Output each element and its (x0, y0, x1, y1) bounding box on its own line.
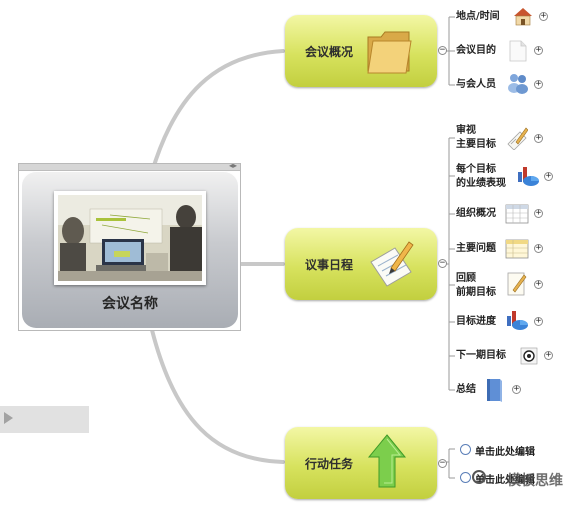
action-item-2[interactable]: 单击此处编辑 (475, 475, 535, 486)
collapse-button[interactable]: − (438, 45, 447, 55)
play-arrow-icon (4, 412, 13, 424)
subtopic-organization-overview[interactable]: 组织概况 (456, 208, 496, 219)
expand-button[interactable]: + (544, 350, 553, 360)
topic-label: 会议概况 (305, 45, 354, 59)
subtopic-goal-performance[interactable]: 每个目标 的业绩表现 (456, 163, 506, 191)
expand-button[interactable]: + (534, 45, 543, 55)
up-arrow-icon (367, 434, 407, 488)
target-icon (520, 347, 538, 365)
central-topic-label: 会议名称 (102, 296, 158, 312)
expand-button[interactable]: + (534, 279, 543, 289)
expand-button[interactable]: + (539, 11, 548, 21)
folder-icon (367, 31, 412, 74)
label-line-2: 的业绩表现 (456, 178, 506, 189)
label-line-1: 审视 (456, 125, 476, 136)
expand-button[interactable]: + (512, 384, 521, 394)
subtopic-meeting-purpose[interactable]: 会议目的 (456, 45, 496, 56)
radio-circle-icon[interactable] (460, 472, 471, 483)
label-line-1: 回顾 (456, 273, 476, 284)
collapse-button[interactable]: − (438, 458, 447, 468)
bar-pie-chart-icon (507, 311, 528, 330)
radio-circle-icon[interactable] (460, 444, 471, 455)
people-icon (508, 74, 528, 94)
expand-button[interactable]: + (544, 171, 553, 181)
blue-book-icon (487, 379, 502, 402)
subtopic-review-main-goals[interactable]: 审视 主要目标 (456, 124, 496, 152)
subtopic-location-time[interactable]: 地点/时间 (456, 11, 500, 22)
topic-label: 议事日程 (305, 258, 354, 272)
subtopic-attendees[interactable]: 与会人员 (456, 79, 496, 90)
table-icon (505, 204, 529, 224)
bar-pie-chart-icon (518, 167, 539, 186)
expand-button[interactable]: + (534, 316, 543, 326)
topic-label: 行动任务 (305, 457, 354, 471)
watermark-logo-icon (472, 470, 486, 484)
topic-agenda[interactable]: 议事日程 (285, 228, 437, 300)
house-icon (514, 8, 532, 26)
expand-button[interactable]: + (534, 79, 543, 89)
subtopic-main-issues[interactable]: 主要问题 (456, 243, 496, 254)
blank-document-icon (509, 40, 527, 62)
note-pencil-icon (507, 272, 527, 296)
topic-action-items[interactable]: 行动任务 (285, 427, 437, 499)
expand-button[interactable]: + (534, 243, 543, 253)
collapse-button[interactable]: − (438, 258, 447, 268)
label-line-1: 每个目标 (456, 164, 496, 175)
action-item-1[interactable]: 单击此处编辑 (475, 447, 535, 458)
subtopic-next-period-goals[interactable]: 下一期目标 (456, 350, 506, 361)
yellow-table-icon (505, 239, 529, 259)
side-panel-toggle[interactable] (0, 406, 89, 433)
label-line-2: 前期目标 (456, 287, 496, 298)
subtopic-review-previous-goals[interactable]: 回顾 前期目标 (456, 272, 496, 300)
pencil-chart-icon (507, 127, 528, 150)
topic-meeting-overview[interactable]: 会议概况 (285, 15, 437, 87)
frame-titlebar (19, 164, 240, 171)
expand-button[interactable]: + (534, 208, 543, 218)
meeting-photo-image (58, 195, 202, 281)
expand-button[interactable]: + (534, 133, 543, 143)
subtopic-goal-progress[interactable]: 目标进度 (456, 316, 496, 327)
watermark-text: 模板思维 (507, 473, 563, 489)
meeting-photo (54, 191, 206, 285)
label-line-2: 主要目标 (456, 139, 496, 150)
notepad-pencil-icon (370, 241, 414, 287)
resize-handle-icon[interactable]: ◂▸ (228, 161, 237, 170)
subtopic-summary[interactable]: 总结 (456, 384, 476, 395)
